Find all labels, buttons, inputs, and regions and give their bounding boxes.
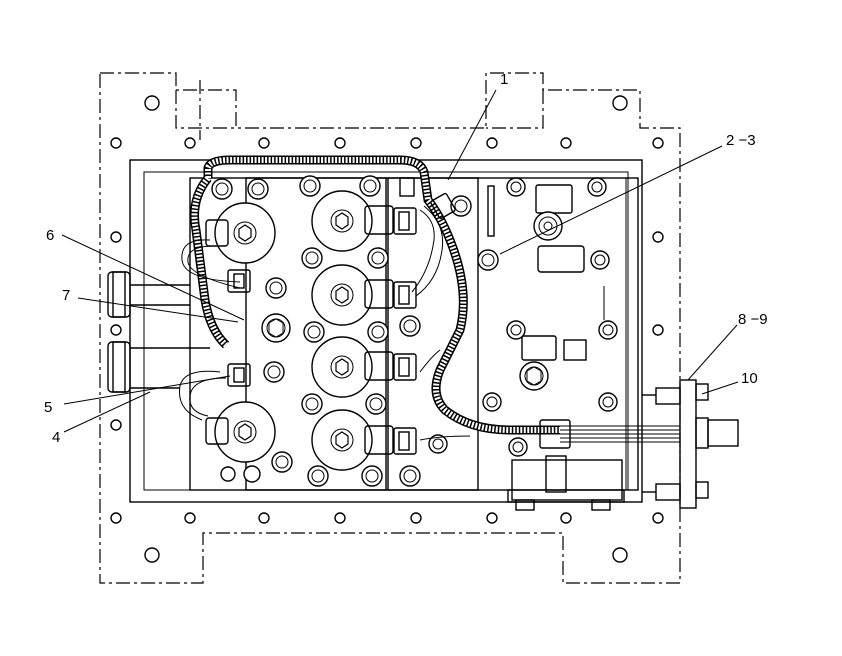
base-plate-outline (99, 72, 681, 584)
solenoid-valve (205, 202, 276, 293)
left-pipe-fittings (107, 271, 210, 393)
base-plate-holes (110, 95, 664, 563)
callout-2-3: 2 −3 (726, 132, 756, 149)
callout-8-9: 8 −9 (738, 311, 768, 328)
callout-7: 7 (62, 287, 70, 304)
solenoid-valve (205, 363, 276, 463)
solenoid-valves (205, 190, 417, 471)
harness-clip (399, 177, 456, 220)
callout-1: 1 (500, 71, 508, 88)
callout-6: 6 (46, 227, 54, 244)
solenoid-valve (311, 336, 417, 398)
solenoid-valve (311, 190, 417, 252)
wiring-harness (178, 155, 680, 449)
callouts: 1 2 −3 6 7 8 −9 10 5 4 (44, 71, 768, 446)
callout-4: 4 (52, 429, 60, 446)
connector-flange (642, 379, 739, 509)
solenoid-valve (311, 409, 417, 471)
right-side-fittings (487, 184, 605, 391)
callout-5: 5 (44, 399, 52, 416)
bottom-brackets (507, 455, 625, 511)
housing-bolts (211, 175, 618, 487)
center-plug (261, 313, 291, 343)
solenoid-valve (311, 264, 417, 326)
leader-lines (61, 89, 739, 433)
callout-10: 10 (741, 370, 758, 387)
